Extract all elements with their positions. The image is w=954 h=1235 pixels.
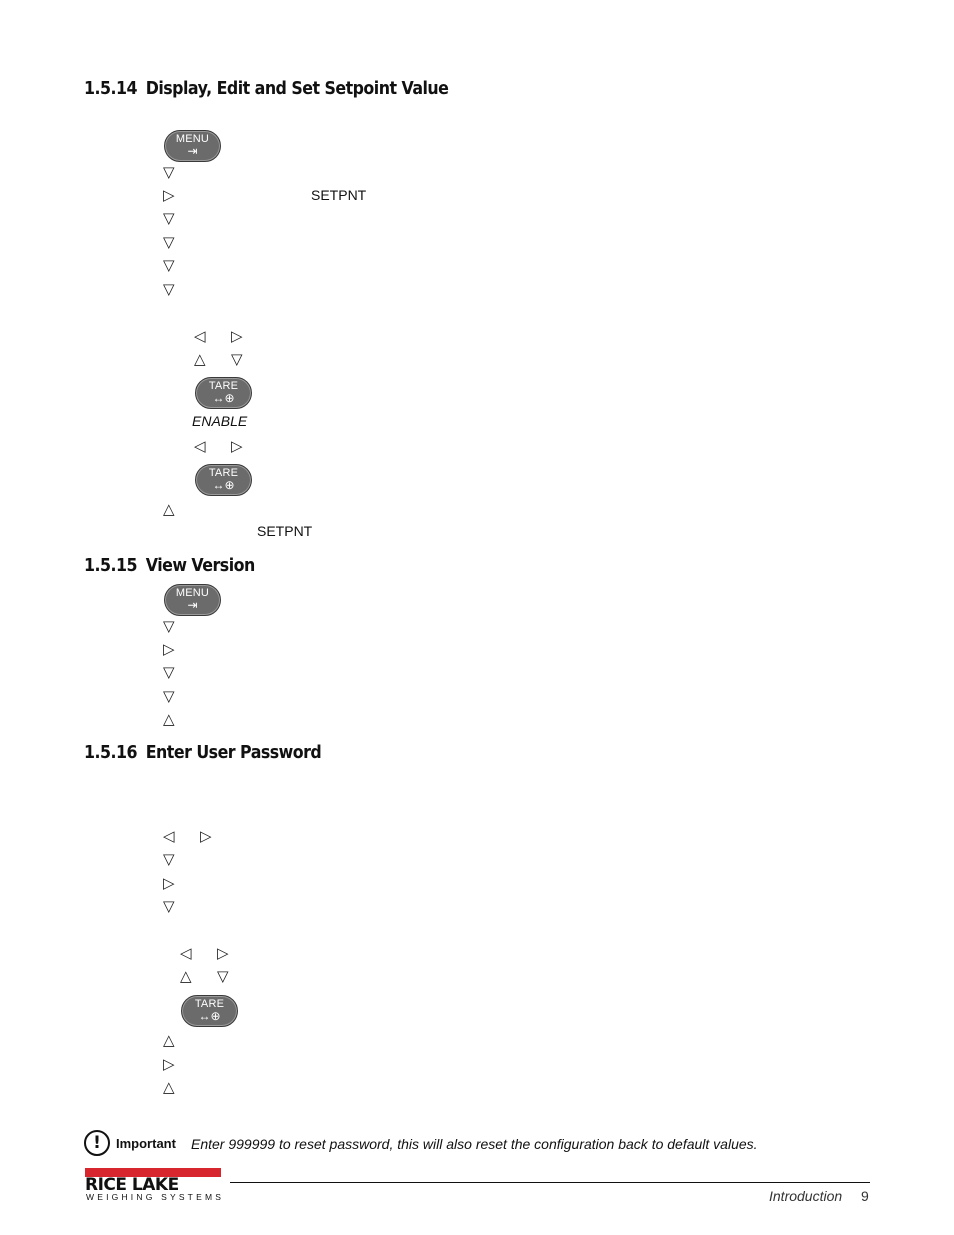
- tare-icon: ↔⊕: [212, 478, 235, 492]
- right-arrow-icon: ▷: [163, 186, 175, 204]
- menu-key-label: MENU: [175, 133, 210, 145]
- tare-key-label: TARE: [208, 467, 239, 479]
- important-exclamation-icon: !: [84, 1130, 110, 1156]
- menu-exit-icon: ⇥: [187, 144, 198, 158]
- down-arrow-icon: ▽: [163, 850, 175, 868]
- tare-key-icon: TARE ↔⊕: [195, 377, 252, 409]
- section-heading-1-5-14: 1.5.14 Display, Edit and Set Setpoint Val…: [84, 78, 449, 99]
- left-arrow-icon: ◁: [163, 827, 175, 845]
- rice-lake-logo: RICE LAKE: [85, 1175, 179, 1195]
- left-arrow-icon: ◁: [194, 437, 206, 455]
- up-arrow-icon: △: [163, 1031, 175, 1049]
- menu-key-label: MENU: [175, 587, 210, 599]
- left-arrow-icon: ◁: [194, 327, 206, 345]
- down-arrow-icon: ▽: [163, 897, 175, 915]
- up-arrow-icon: △: [163, 500, 175, 518]
- footer-section-name: Introduction: [769, 1188, 843, 1204]
- right-arrow-icon: ▷: [217, 944, 229, 962]
- down-arrow-icon: ▽: [231, 350, 243, 368]
- important-note-text: Enter 999999 to reset password, this wil…: [191, 1136, 758, 1152]
- up-arrow-icon: △: [163, 710, 175, 728]
- section-heading-1-5-16: 1.5.16 Enter User Password: [84, 742, 322, 763]
- down-arrow-icon: ▽: [163, 663, 175, 681]
- down-arrow-icon: ▽: [163, 209, 175, 227]
- tare-key-label: TARE: [194, 998, 225, 1010]
- menu-exit-icon: ⇥: [187, 598, 198, 612]
- down-arrow-icon: ▽: [217, 967, 229, 985]
- section-number: 1.5.14: [84, 78, 137, 99]
- down-arrow-icon: ▽: [163, 617, 175, 635]
- tare-icon: ↔⊕: [212, 391, 235, 405]
- section-number: 1.5.16: [84, 742, 137, 763]
- menu-key-icon: MENU ⇥: [164, 584, 221, 616]
- right-arrow-icon: ▷: [163, 1055, 175, 1073]
- up-arrow-icon: △: [180, 967, 192, 985]
- tare-key-icon: TARE ↔⊕: [181, 995, 238, 1027]
- logo-red-bar: [85, 1168, 221, 1177]
- section-title: Display, Edit and Set Setpoint Value: [145, 78, 449, 99]
- down-arrow-icon: ▽: [163, 280, 175, 298]
- section-number: 1.5.15: [84, 555, 137, 576]
- right-arrow-icon: ▷: [231, 437, 243, 455]
- tare-key-icon: TARE ↔⊕: [195, 464, 252, 496]
- down-arrow-icon: ▽: [163, 233, 175, 251]
- up-arrow-icon: △: [194, 350, 206, 368]
- down-arrow-icon: ▽: [163, 687, 175, 705]
- right-arrow-icon: ▷: [163, 640, 175, 658]
- enable-label: ENABLE: [192, 413, 248, 429]
- section-title: View Version: [145, 555, 255, 576]
- tare-icon: ↔⊕: [198, 1009, 221, 1023]
- footer-rule: [230, 1182, 870, 1183]
- setpnt-label: SETPNT: [257, 523, 313, 539]
- footer-page-number: 9: [861, 1188, 869, 1204]
- right-arrow-icon: ▷: [231, 327, 243, 345]
- up-arrow-icon: △: [163, 1078, 175, 1096]
- down-arrow-icon: ▽: [163, 256, 175, 274]
- down-arrow-icon: ▽: [163, 163, 175, 181]
- section-title: Enter User Password: [145, 742, 322, 763]
- setpnt-label: SETPNT: [311, 187, 367, 203]
- menu-key-icon: MENU ⇥: [164, 130, 221, 162]
- section-heading-1-5-15: 1.5.15 View Version: [84, 555, 255, 576]
- left-arrow-icon: ◁: [180, 944, 192, 962]
- right-arrow-icon: ▷: [200, 827, 212, 845]
- tare-key-label: TARE: [208, 380, 239, 392]
- important-label: Important: [116, 1136, 176, 1151]
- right-arrow-icon: ▷: [163, 874, 175, 892]
- logo-subtitle: WEIGHING SYSTEMS: [86, 1192, 225, 1202]
